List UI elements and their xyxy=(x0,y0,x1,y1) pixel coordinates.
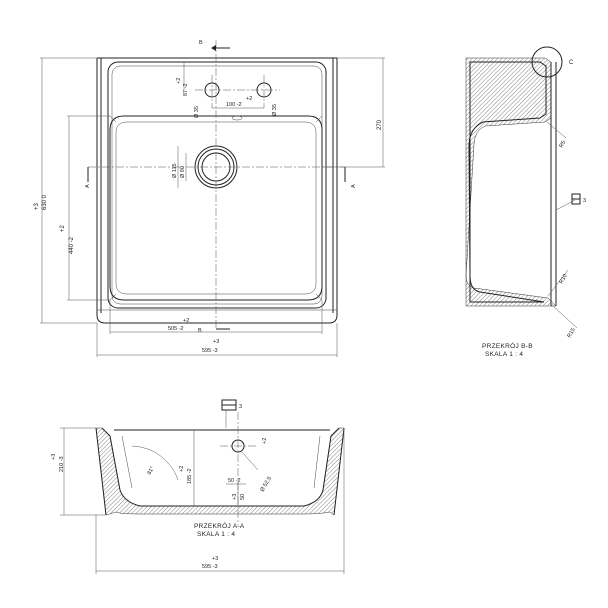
section-a-view: 81° 3 +2 185 -2 +3 50 50 -2 +2 Ø 52,5 +3… xyxy=(51,399,345,574)
section-a-shell xyxy=(95,427,345,516)
section-a-depth-value: 185 -2 xyxy=(187,468,193,484)
section-a-scale: SKALA 1 : 4 xyxy=(197,531,235,538)
section-b-r-lower: R10 xyxy=(559,273,569,285)
section-b-scale: SKALA 1 : 4 xyxy=(485,351,523,358)
plan-tap-spacing-tol: +2 xyxy=(246,96,252,102)
section-a-drain-depth-tol: +3 xyxy=(232,494,238,500)
section-a-title: PRZEKRÓJ A-A xyxy=(194,521,245,530)
drain-inner-dim: Ø 90 xyxy=(180,166,186,178)
section-a-height-value: 210 -3 xyxy=(59,456,65,472)
plan-deck-outline xyxy=(107,61,327,309)
section-a-drain-depth-value: 50 xyxy=(240,494,246,500)
section-a-right-label: A xyxy=(351,184,357,188)
section-b-title: PRZEKRÓJ B-B xyxy=(482,341,533,350)
plan-inner-width-tol: +2 xyxy=(183,318,189,324)
section-a-depth-tol: +2 xyxy=(179,466,185,472)
section-a-angle: 81° xyxy=(147,466,156,476)
section-b-r-bottom: R15 xyxy=(567,327,577,339)
section-a-drain-offset-tol: +2 xyxy=(262,438,268,444)
section-a-left-label: A xyxy=(85,184,91,188)
section-b-r-upper: R5 xyxy=(559,140,568,149)
section-b-shell xyxy=(465,57,557,307)
plan-tap-offset-tol: +2 xyxy=(176,78,182,84)
detail-c-circle xyxy=(531,46,563,78)
plan-width-tol: +3 xyxy=(213,339,219,345)
section-b-bottom-label: B xyxy=(198,328,202,334)
detail-c-label: C xyxy=(569,60,574,66)
section-b-top-label: B xyxy=(199,40,203,46)
plan-top-offset: 270 xyxy=(377,119,383,130)
section-a-drain-offset-value: 50 -2 xyxy=(228,478,241,484)
plan-height-value: 630 0 xyxy=(42,194,48,210)
plan-width-value: 595 -3 xyxy=(202,348,218,354)
plan-tap-spacing-value: 100 -2 xyxy=(226,102,242,108)
plan-tap-offset-value: 87 -2 xyxy=(183,83,189,96)
plan-inner-height-value: 440 -2 xyxy=(69,236,75,254)
section-a-width-tol: +3 xyxy=(212,556,218,562)
plan-outer-outline xyxy=(96,58,338,324)
drain-outer-dim: Ø 115 xyxy=(172,163,178,178)
section-a-width-value: 595 -3 xyxy=(202,564,218,570)
plan-tap-hole-left: Ø 35 xyxy=(194,106,200,118)
plan-inner-width-value: 505 -2 xyxy=(168,326,184,332)
section-b-view: C R5 R10 R15 3 PRZEKRÓJ B-B SKALA 1 : 4 xyxy=(465,46,586,358)
section-a-wall-thickness: 3 xyxy=(239,404,242,410)
section-a-drain-diam: Ø 52,5 xyxy=(260,476,273,493)
plan-bowl-outline xyxy=(109,115,323,301)
section-b-wall-thickness: 3 xyxy=(583,198,586,204)
plan-view: B B A A +3 630 0 +2 440 -2 270 +2 87 -2 … xyxy=(34,40,385,357)
plan-height-tol: +3 xyxy=(34,202,40,210)
plan-tap-hole-right: Ø 35 xyxy=(272,104,278,116)
section-a-height-tol: +3 xyxy=(51,454,57,460)
plan-inner-height-tol: +2 xyxy=(60,224,66,232)
